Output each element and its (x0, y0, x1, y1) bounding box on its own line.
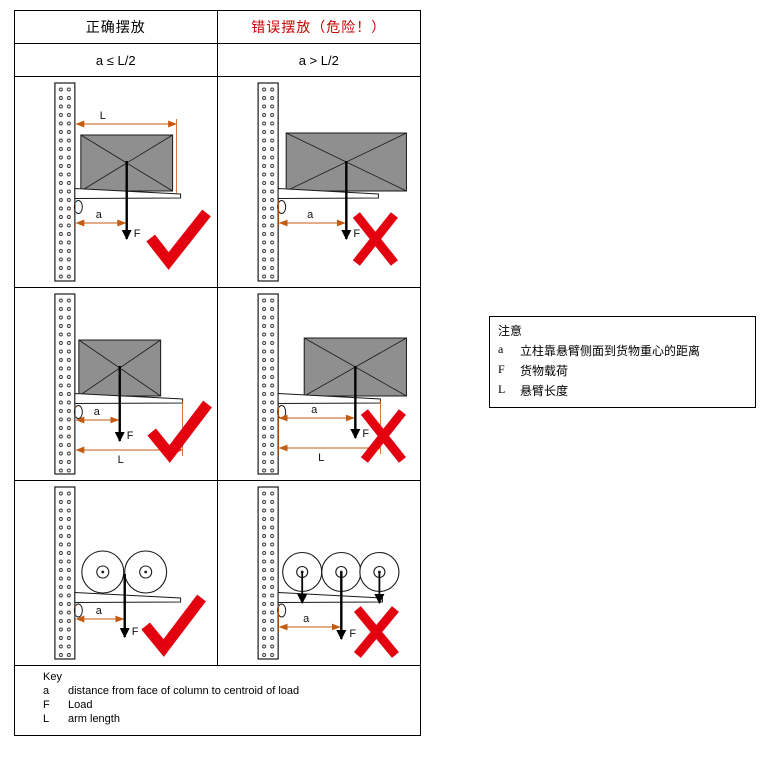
checkmark-icon (147, 400, 212, 463)
coil (124, 550, 168, 594)
key-symbol: F (43, 699, 50, 711)
key-legend: Key a distance from face of column to ce… (15, 666, 420, 735)
header-correct: 正确摆放 (15, 11, 218, 44)
cross-icon (360, 409, 406, 463)
key-symbol: L (43, 713, 50, 725)
note-symbol: a (498, 342, 504, 356)
note-text: 立柱靠悬臂侧面到货物重心的距离 (520, 344, 701, 358)
cantilever-drawing-incorrect-1: a F (256, 82, 407, 282)
dim-label-a: a (303, 613, 310, 625)
cantilever-arm (277, 187, 379, 200)
placement-comparison-table: 正确摆放 错误摆放（危险！） a ≤ L/2 a > L/2 (14, 10, 421, 736)
checkmark-icon (146, 209, 211, 270)
condition-incorrect: a > L/2 (217, 44, 420, 77)
cross-icon (352, 212, 398, 266)
column-upright (256, 82, 279, 282)
cantilever-drawing-correct-2: a L F (54, 293, 212, 475)
note-item-f: F 货物载荷 (498, 362, 747, 379)
cantilever-arm (277, 591, 383, 604)
condition-correct: a ≤ L/2 (15, 44, 218, 77)
dim-label-L: L (100, 110, 106, 122)
arm-hook (73, 200, 83, 214)
coil (81, 550, 125, 594)
dim-label-a: a (307, 209, 314, 221)
cross-icon (353, 606, 399, 658)
column-upright (54, 486, 76, 660)
load-label-F: F (353, 228, 360, 240)
diagram-box-load-armdim-incorrect: a L F (217, 288, 420, 481)
dim-label-L: L (318, 452, 324, 464)
load-label-F: F (362, 428, 369, 440)
checkmark-icon (141, 594, 206, 657)
load-label-F: F (134, 228, 141, 240)
note-symbol: L (498, 382, 506, 396)
arm-hook (276, 603, 286, 618)
key-text: Load (68, 699, 93, 711)
column-upright (54, 82, 76, 282)
load-label-F: F (132, 626, 139, 638)
diagram-box-load-armdim-correct: a L F (15, 288, 218, 481)
diagram-coil-load-incorrect: a F (217, 481, 420, 666)
diagram-box-load-correct: L a F (15, 77, 218, 288)
diagram-box-load-incorrect: a F (217, 77, 420, 288)
dim-label-a: a (96, 605, 103, 617)
note-item-l: L 悬臂长度 (498, 382, 747, 399)
key-symbol: a (43, 685, 50, 697)
note-text: 悬臂长度 (520, 384, 569, 398)
key-text: arm length (68, 713, 120, 725)
column-upright (256, 293, 279, 475)
dim-label-a: a (94, 406, 101, 418)
dim-label-a: a (311, 404, 318, 416)
cantilever-drawing-correct-1: L a F (54, 82, 211, 282)
column-upright (54, 293, 76, 475)
key-item-a: a distance from face of column to centro… (43, 685, 410, 697)
cantilever-drawing-correct-3: a F (54, 486, 206, 660)
note-symbol: F (498, 362, 505, 376)
cantilever-drawing-incorrect-2: a L F (256, 293, 407, 475)
key-item-l: L arm length (43, 713, 410, 725)
column-upright (256, 486, 279, 660)
dim-label-a: a (96, 209, 103, 221)
load-label-F: F (127, 430, 134, 442)
key-text: distance from face of column to centroid… (68, 685, 300, 697)
cantilever-arm (74, 591, 182, 604)
dim-label-L: L (118, 454, 124, 466)
key-title: Key (43, 671, 62, 683)
diagram-coil-load-correct: a F (15, 481, 218, 666)
note-legend: 注意 a 立柱靠悬臂侧面到货物重心的距离 F 货物载荷 L 悬臂长度 (489, 316, 756, 408)
note-text: 货物载荷 (520, 364, 569, 378)
load-label-F: F (349, 628, 356, 640)
cantilever-drawing-incorrect-3: a F (256, 486, 399, 660)
arm-hook (276, 200, 286, 214)
note-title: 注意 (498, 324, 523, 338)
note-item-a: a 立柱靠悬臂侧面到货物重心的距离 (498, 342, 747, 359)
header-incorrect: 错误摆放（危险！） (217, 11, 420, 44)
key-item-f: F Load (43, 699, 410, 711)
